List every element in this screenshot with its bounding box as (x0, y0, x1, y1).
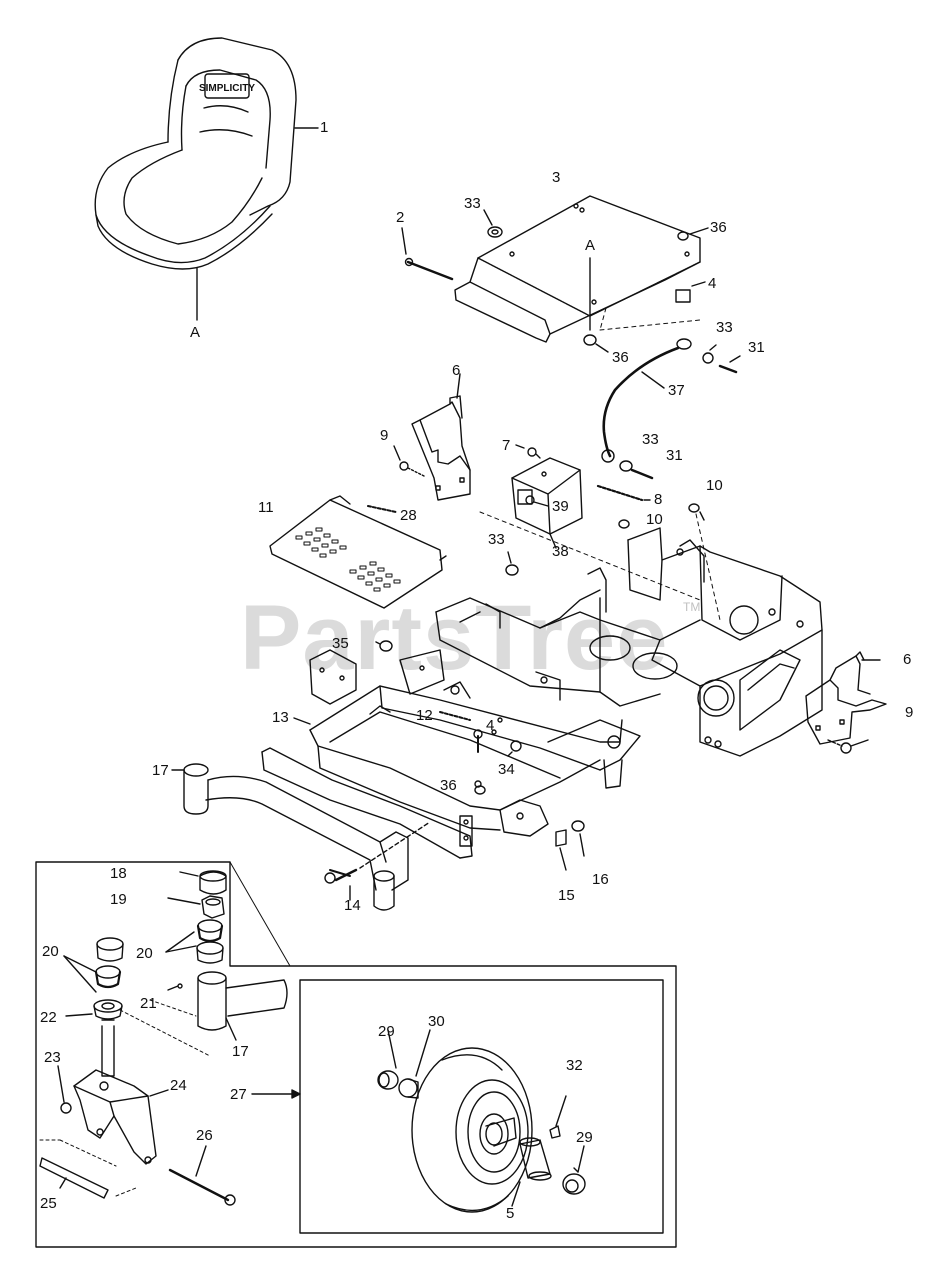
assembly-guide-lines (479, 307, 721, 621)
main-frame (261, 527, 823, 859)
callout-33-low: 33 (488, 531, 505, 548)
watermark-trademark: TM (683, 600, 701, 614)
switch-bracket-38 (511, 457, 583, 549)
callout-30: 30 (428, 1013, 445, 1030)
callout-16: 16 (592, 871, 609, 888)
callout-22: 22 (40, 1009, 57, 1026)
bolt-9-top (393, 445, 425, 477)
callout-31-mid: 31 (666, 447, 683, 464)
callout-21: 21 (140, 995, 157, 1012)
frame-hardware (324, 640, 585, 901)
callout-38: 38 (552, 543, 569, 560)
callout-6-top: 6 (452, 362, 461, 379)
callout-12: 12 (416, 707, 433, 724)
seat-pan-plate (454, 195, 701, 343)
callout-11: 11 (258, 499, 274, 516)
callout-6-side: 6 (903, 651, 912, 668)
callout-28: 28 (400, 507, 417, 524)
screw-39 (525, 495, 549, 507)
callout-33-wire: 33 (716, 319, 733, 336)
callout-2: 2 (396, 209, 405, 226)
callout-35: 35 (332, 635, 349, 652)
callout-29-right: 29 (576, 1129, 593, 1146)
seat-pan-hardware (483, 209, 741, 374)
callout-9-side: 9 (905, 704, 914, 721)
callout-27: 27 (230, 1086, 247, 1103)
wheel-detail-box (299, 979, 664, 1234)
foot-plate-grip-pattern (295, 527, 401, 592)
callout-18: 18 (110, 865, 127, 882)
callout-33-top: 33 (464, 195, 481, 212)
callout-14: 14 (344, 897, 361, 914)
mid-hardware (505, 460, 705, 576)
callout-4-frame: 4 (486, 717, 495, 734)
callout-4-top: 4 (708, 275, 717, 292)
callout-25: 25 (40, 1195, 57, 1212)
callout-32: 32 (566, 1057, 583, 1074)
callout-31-top: 31 (748, 339, 765, 356)
caster-detail-box (35, 861, 677, 1248)
callout-39: 39 (552, 498, 569, 515)
callout-A-seat: A (190, 324, 201, 341)
caster-arm-17 (171, 763, 409, 911)
ground-wire-37 (601, 338, 692, 463)
callout-15: 15 (558, 887, 575, 904)
callout-17-arm: 17 (152, 762, 169, 779)
seat-brand-logo: SIMPLICITY (199, 83, 255, 94)
bolt-9-side (827, 739, 869, 754)
callout-13: 13 (272, 709, 289, 726)
callout-9-top: 9 (380, 427, 389, 444)
callout-37: 37 (668, 382, 685, 399)
bolt-8 (596, 484, 651, 502)
callout-26: 26 (196, 1127, 213, 1144)
callout-19: 19 (110, 891, 127, 908)
seat: SIMPLICITY (94, 37, 319, 321)
callout-10-right: 10 (706, 477, 723, 494)
callout-33-mid: 33 (642, 431, 659, 448)
bolt-2 (401, 227, 454, 281)
callout-24: 24 (170, 1077, 187, 1094)
callout-7: 7 (502, 437, 511, 454)
callout-36-pan: 36 (612, 349, 629, 366)
callout-10-mid: 10 (646, 511, 663, 528)
callout-20-left: 20 (42, 943, 59, 960)
callout-29-left: 29 (378, 1023, 395, 1040)
callout-36-top: 36 (710, 219, 727, 236)
callout-5: 5 (506, 1205, 515, 1222)
foot-plate-11 (269, 495, 447, 609)
callout-20-right: 20 (136, 945, 153, 962)
callout-34: 34 (498, 761, 515, 778)
callout-36-frame: 36 (440, 777, 457, 794)
seat-bracket-6-top (411, 373, 471, 501)
callout-1: 1 (320, 119, 329, 136)
callout-A-pan: A (585, 237, 596, 254)
callout-17-detail: 17 (232, 1043, 249, 1060)
callout-8: 8 (654, 491, 663, 508)
bolt-7 (515, 444, 541, 459)
callout-3: 3 (552, 169, 561, 186)
seat-bracket-6-side (805, 651, 887, 745)
callout-23: 23 (44, 1049, 61, 1066)
